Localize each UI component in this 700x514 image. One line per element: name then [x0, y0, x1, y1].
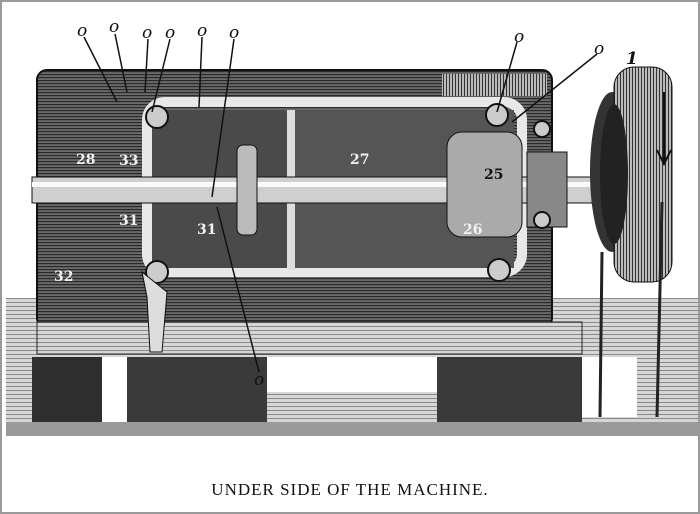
label-o: o: [165, 23, 175, 43]
label-26: 26: [463, 222, 482, 238]
label-o: o: [594, 39, 604, 59]
label-o: o: [197, 21, 207, 41]
label-o: o: [254, 370, 264, 390]
label-27: 27: [350, 152, 369, 168]
label-33: 33: [119, 153, 138, 169]
screws: [145, 103, 551, 284]
label-28: 28: [76, 152, 95, 168]
label-o: o: [514, 27, 524, 47]
label-31: 31: [119, 213, 138, 229]
label-o: o: [109, 17, 119, 37]
rotation-arrow-icon: [656, 92, 672, 167]
label-1: 1: [626, 49, 638, 69]
figure-caption: UNDER SIDE OF THE MACHINE.: [211, 480, 489, 499]
leader-lines: [83, 33, 598, 373]
label-o: o: [142, 23, 152, 43]
label-o: o: [229, 23, 239, 43]
label-31: 31: [197, 222, 216, 238]
pulley-wheel: [590, 66, 673, 418]
main-shaft: [31, 131, 593, 238]
label-32: 32: [54, 269, 73, 285]
label-25: 25: [484, 167, 503, 183]
lever: [141, 270, 168, 353]
label-o: o: [77, 21, 87, 41]
